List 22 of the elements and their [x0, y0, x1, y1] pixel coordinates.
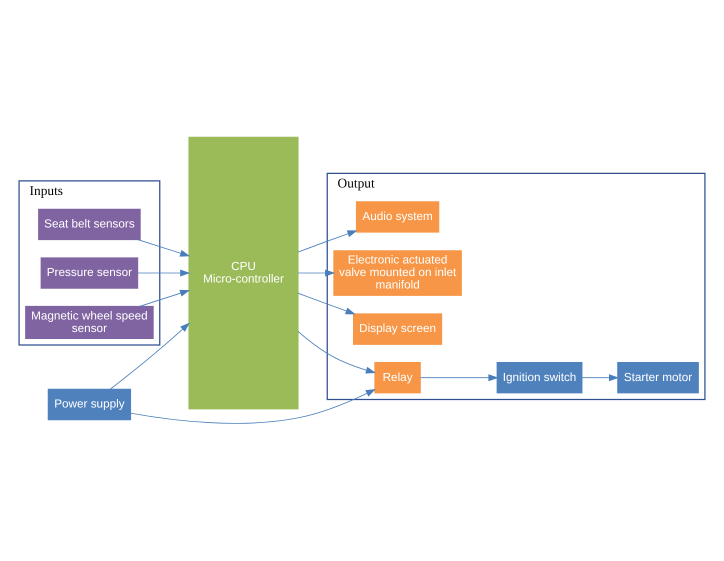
node-box: Ignition switch: [496, 362, 582, 394]
arrow: [420, 374, 498, 382]
node-box: Starter motor: [617, 362, 699, 394]
node-box: Magnetic wheel speed sensor: [25, 306, 154, 339]
arrow: [137, 239, 190, 257]
arrow: [130, 388, 376, 424]
node-box: CPU Micro-controller: [188, 136, 299, 410]
node-box: Relay: [374, 362, 421, 394]
arrow: [139, 290, 190, 307]
arrow: [298, 292, 356, 314]
node-box: Seat belt sensors: [38, 208, 141, 240]
node-box: Audio system: [356, 201, 440, 233]
node-box: Electronic actuated valve mounted on inlet manifold: [333, 250, 462, 296]
arrow: [298, 270, 336, 277]
arrow: [298, 330, 376, 374]
arrow: [298, 230, 358, 253]
arrow: [137, 270, 190, 277]
arrow: [110, 322, 190, 390]
node-box: Display screen: [353, 313, 442, 345]
node-box: Pressure sensor: [40, 257, 138, 289]
node-box: Power supply: [48, 388, 132, 420]
arrow: [581, 374, 620, 382]
